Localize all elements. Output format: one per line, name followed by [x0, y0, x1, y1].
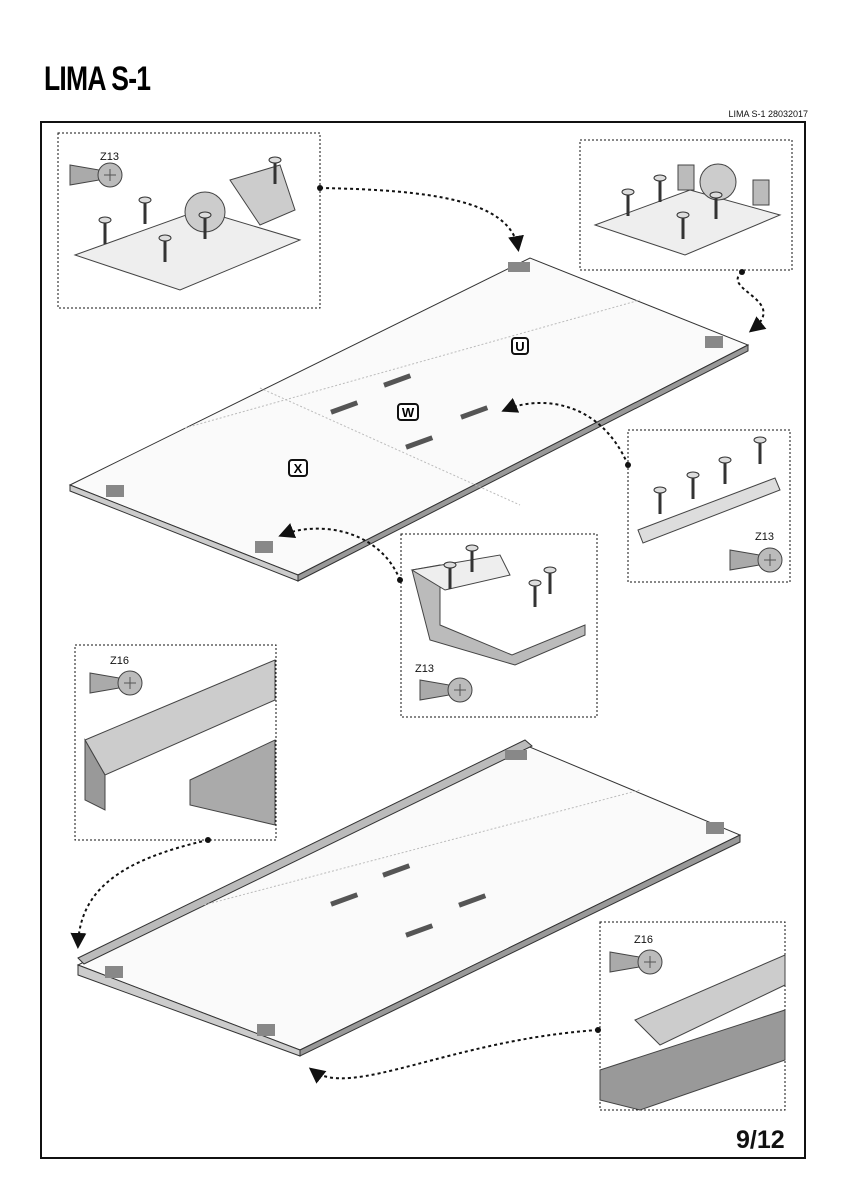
- inset-corner-bracket: Z13: [400, 533, 598, 718]
- label-w: W: [397, 403, 419, 421]
- panel-bottom: [76, 739, 742, 1057]
- inset-hinge-left: Z13: [57, 132, 321, 309]
- hinge-fitting: [508, 262, 530, 272]
- inset-connector-plate: Z13: [627, 429, 791, 583]
- svg-text:X: X: [294, 461, 303, 476]
- inset-edge-profile-right: Z16: [599, 921, 786, 1111]
- svg-text:W: W: [402, 405, 415, 420]
- bracket-fitting: [255, 541, 273, 553]
- label-x: X: [288, 459, 308, 477]
- svg-text:U: U: [515, 339, 524, 354]
- bracket-fitting: [106, 485, 124, 497]
- svg-text:Z13: Z13: [415, 663, 434, 675]
- inset-hinge-right: [579, 139, 793, 271]
- svg-text:Z16: Z16: [634, 934, 653, 946]
- document-title: LIMA S-1: [44, 60, 151, 98]
- direction-arrows: [70, 187, 767, 1084]
- panel-top: U W X: [68, 257, 750, 582]
- page-number: 9/12: [736, 1126, 785, 1154]
- inset-edge-profile-left: Z16: [74, 644, 277, 841]
- page-frame: [40, 121, 806, 1159]
- hinge-fitting: [705, 336, 723, 348]
- svg-text:Z16: Z16: [110, 655, 129, 667]
- document-code: LIMA S-1 28032017: [728, 109, 808, 119]
- svg-text:Z13: Z13: [100, 151, 119, 163]
- label-u: U: [511, 337, 529, 355]
- svg-text:Z13: Z13: [755, 531, 774, 543]
